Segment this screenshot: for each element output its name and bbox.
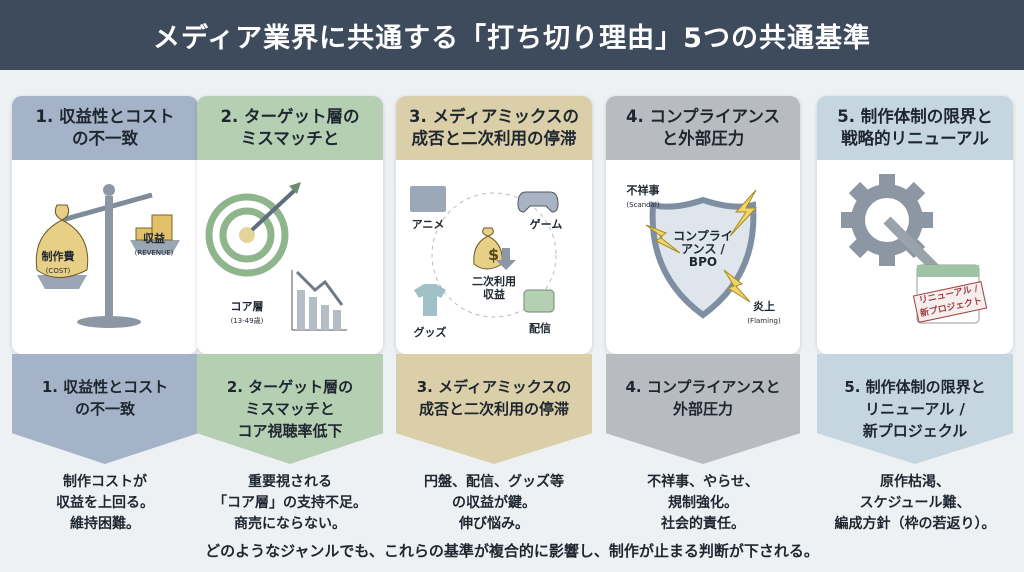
card-header: 3. メディアミックスの 成否と二次利用の停滞 (396, 96, 592, 160)
criterion-chevron: 1. 収益性とコスト の不一致 (12, 354, 198, 464)
criterion-card: 3. メディアミックスの 成否と二次利用の停滞 $ アニメ ゲーム 二次利用 収… (396, 96, 592, 354)
card-header: 1. 収益性とコスト の不一致 (12, 96, 198, 160)
revenue-en-label: (REVENUE) (134, 249, 174, 257)
lightning-icon (729, 189, 758, 237)
criterion-2: 2. ターゲット層の ミスマッチと コア層 (13-49歳) 2. ターゲット層の… (197, 96, 383, 535)
secondary-use-label: 二次利用 収益 (472, 275, 516, 301)
cost-label: 制作費 (41, 250, 75, 263)
footer-summary: どのようなジャンルでも、これらの基準が複合的に影響し、制作が止まる判断が下される… (205, 542, 819, 560)
tshirt-icon (414, 284, 446, 316)
anime-label: アニメ (411, 218, 445, 231)
criterion-chevron: 2. ターゲット層の ミスマッチと コア視聴率低下 (197, 354, 383, 464)
goods-label: グッズ (413, 326, 447, 339)
criterion-card: 5. 制作体制の限界と 戦略的リニューアル リニューアル / 新プロジェクト (817, 96, 1013, 354)
criterion-1: 1. 収益性とコスト の不一致 制作費 (COST) 収益 (REVENUE) 1.… (12, 96, 198, 535)
card-header: 2. ターゲット層の ミスマッチと (197, 96, 383, 160)
page-title: メディア業界に共通する「打ち切り理由」5つの共通基準 (153, 22, 871, 54)
criterion-3: 3. メディアミックスの 成否と二次利用の停滞 $ アニメ ゲーム 二次利用 収… (396, 96, 592, 535)
card-header: 5. 制作体制の限界と 戦略的リニューアル (817, 96, 1013, 160)
revenue-label: 収益 (143, 232, 165, 245)
game-label: ゲーム (529, 218, 563, 231)
criterion-description: 重要視される 「コア層」の支持不足。 商売にならない。 (213, 474, 367, 532)
core-label: コア層 (230, 300, 264, 313)
streaming-icon (523, 289, 555, 313)
wrench-icon (883, 216, 941, 274)
card-header: 4. コンプライアンス と外部圧力 (606, 96, 800, 160)
criterion-description: 不祥事、やらせ、 規制強化。 社会的責任。 (647, 474, 759, 532)
criterion-description: 円盤、配信、グッズ等 の収益が鍵。 伸び悩み。 (424, 474, 564, 532)
core-age-label: (13-49歳) (230, 317, 264, 325)
gamepad-icon (517, 191, 559, 213)
criterion-card: 1. 収益性とコスト の不一致 制作費 (COST) 収益 (REVENUE) (12, 96, 198, 354)
media-mix-icon: $ アニメ ゲーム 二次利用 収益 グッズ 配信 (396, 160, 592, 354)
target-icon: コア層 (13-49歳) (197, 160, 383, 354)
film-icon (410, 186, 446, 212)
lightning-icon (645, 224, 681, 254)
shield-label: コンプライ アンス / BPO (673, 229, 733, 269)
shield-icon: 不祥事 (Scandal) コンプライ アンス / BPO 炎上 (Flaming) (606, 160, 800, 354)
cost-en-label: (COST) (45, 267, 71, 275)
criterion-chevron: 5. 制作体制の限界と リニューアル / 新プロジェクル (817, 354, 1013, 464)
balance-scale-icon: 制作費 (COST) 収益 (REVENUE) (12, 160, 198, 354)
criterion-chevron: 3. メディアミックスの 成否と二次利用の停滞 (396, 354, 592, 464)
scandal-label: 不祥事 (626, 184, 660, 197)
criterion-card: 4. コンプライアンス と外部圧力 不祥事 (Scandal) コンプライ アンス… (606, 96, 800, 354)
money-bag-icon (473, 227, 503, 270)
criterion-5: 5. 制作体制の限界と 戦略的リニューアル リニューアル / 新プロジェクト 5… (817, 96, 1013, 535)
criterion-description: 制作コストが 収益を上回る。 維持困難。 (56, 474, 154, 532)
criterion-description: 原作枯渇、 スケジュール難、 編成方針（枠の若返り）。 (834, 474, 996, 532)
flaming-label: 炎上 (753, 300, 775, 313)
gear-wrench-icon: リニューアル / 新プロジェクト (817, 160, 1013, 354)
lightning-icon (723, 269, 751, 303)
streaming-label: 配信 (529, 322, 551, 335)
criterion-4: 4. コンプライアンス と外部圧力 不祥事 (Scandal) コンプライ アンス… (606, 96, 800, 535)
criterion-card: 2. ターゲット層の ミスマッチと コア層 (13-49歳) (197, 96, 383, 354)
svg-text:$: $ (488, 245, 499, 264)
title-bar: メディア業界に共通する「打ち切り理由」5つの共通基準 (0, 0, 1024, 70)
flaming-en-label: (Flaming) (747, 317, 781, 325)
down-arrow-icon (496, 248, 516, 270)
declining-chart-icon (291, 270, 347, 331)
scandal-en-label: (Scandal) (626, 201, 660, 209)
criterion-chevron: 4. コンプライアンスと 外部圧力 (606, 354, 800, 464)
